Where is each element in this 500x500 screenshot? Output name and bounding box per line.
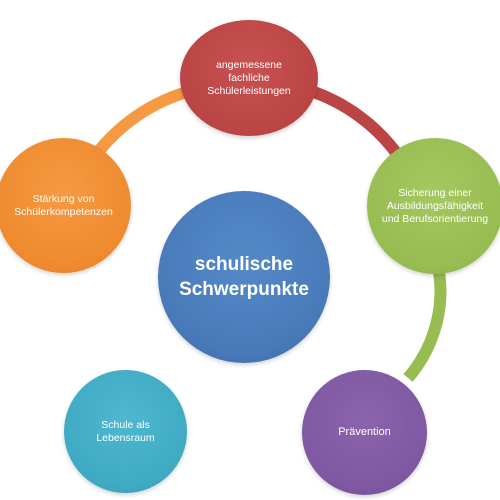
node-top-circle: angemessene fachliche Schülerleistungen [180, 20, 318, 136]
node-bottom-left-circle: Schule als Lebensraum [64, 370, 187, 493]
node-left-circle: Stärkung von Schülerkompetenzen [0, 138, 131, 273]
center-circle: schulische Schwerpunkte [158, 191, 330, 363]
node-right-label: Sicherung einer Ausbildungsfähigkeit und… [381, 186, 489, 225]
node-bottom-right-label: Prävention [338, 426, 391, 438]
connector-right-to-bottom-right [403, 271, 447, 382]
node-left-label: Stärkung von Schülerkompetenzen [14, 192, 113, 218]
node-bottom-left-label: Schule als Lebensraum [96, 418, 155, 444]
connector-top-to-right [306, 84, 405, 162]
connector-left-to-top [87, 84, 196, 164]
center-label: schulische Schwerpunkte [179, 254, 309, 300]
node-top-label: angemessene fachliche Schülerleistungen [207, 58, 291, 97]
node-bottom-right-circle: Prävention [302, 370, 427, 495]
node-right-circle: Sicherung einer Ausbildungsfähigkeit und… [367, 138, 500, 274]
